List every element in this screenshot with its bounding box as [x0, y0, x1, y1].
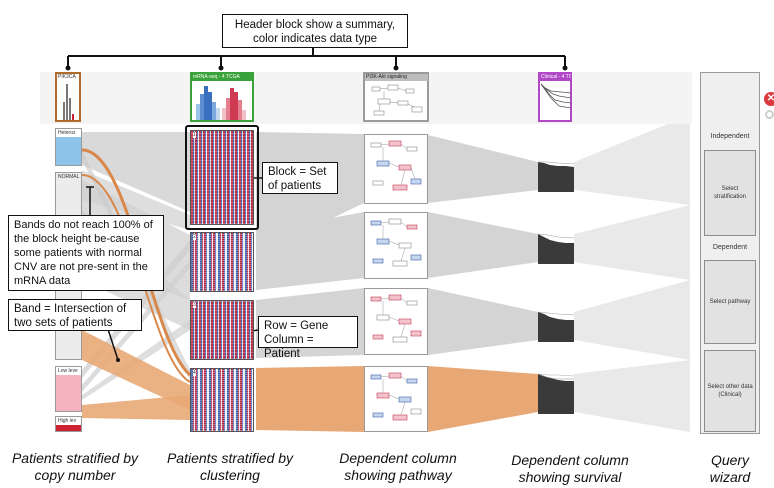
clinical-header-label: Clinical - 4 TC	[540, 74, 571, 81]
mrna-header-label: mRNA-seq - 4 TCGA	[192, 74, 253, 81]
cluster-label: 3	[193, 302, 196, 308]
band	[82, 330, 190, 410]
select-stratification-button[interactable]: Select stratification	[704, 150, 756, 236]
pathway-block-3[interactable]	[364, 288, 428, 355]
cnv-header-block[interactable]: PIK3CA	[55, 72, 81, 122]
cnv-block-label: Heteroz	[58, 130, 76, 136]
pathway-header-block[interactable]: PI3K-Akt signaling	[363, 72, 429, 122]
mrna-histogram	[196, 86, 246, 120]
band	[428, 366, 538, 432]
wizard-independent-heading: Independent	[710, 133, 750, 140]
cluster-label: 1	[193, 132, 196, 138]
pathway-graphic	[370, 372, 422, 421]
survival-block-4[interactable]	[538, 372, 574, 414]
search-icon[interactable]	[765, 110, 774, 119]
cnv-block-label: Low leve	[58, 368, 78, 374]
band	[428, 288, 538, 355]
cnv-block-fill	[56, 425, 81, 431]
pathway-graphic	[370, 294, 422, 343]
cluster-label: 4	[193, 370, 196, 376]
pathway-header-label: PI3K-Akt signaling	[365, 74, 428, 81]
cluster-block-4[interactable]: 4	[190, 368, 254, 432]
pathway-thumbnail	[371, 84, 423, 116]
select-pathway-button[interactable]: Select pathway	[704, 260, 756, 344]
row-callout: Row = Gene Column = Patient	[258, 316, 358, 360]
clinical-header-block[interactable]: Clinical - 4 TC	[538, 72, 572, 122]
cnv-block-label: NORMAL	[58, 174, 80, 180]
survival-block-3[interactable]	[538, 310, 574, 342]
cluster-block-2[interactable]: 2	[190, 232, 254, 292]
band	[82, 132, 190, 212]
band	[574, 280, 690, 360]
caption-clustering: Patients stratified by clustering	[166, 450, 294, 483]
caption-query-wizard: Query wizard	[709, 452, 751, 485]
band-callout: Band = Intersection of two sets of patie…	[8, 299, 142, 331]
cluster-label: 2	[193, 234, 196, 240]
band	[82, 395, 190, 420]
bands-callout: Bands do not reach 100% of the block hei…	[8, 215, 164, 291]
survival-thumbnail	[541, 83, 571, 109]
mrna-header-block[interactable]: mRNA-seq - 4 TCGA	[190, 72, 254, 122]
wizard-dependent-heading: Dependent	[712, 244, 748, 251]
band	[256, 366, 364, 432]
caption-survival: Dependent column showing survival	[511, 452, 629, 485]
pathway-block-2[interactable]	[364, 212, 428, 279]
block-callout: Block = Set of patients	[262, 162, 338, 194]
band	[574, 360, 690, 432]
caption-pathway: Dependent column showing pathway	[339, 450, 457, 483]
cnv-header-label: PIK3CA	[58, 74, 76, 80]
header-callout: Header block show a summary, color indic…	[222, 14, 408, 48]
caption-copy-number: Patients stratified by copy number	[11, 450, 139, 483]
pathway-block-1[interactable]	[364, 134, 428, 204]
cnv-histogram	[63, 84, 74, 120]
pathway-block-4[interactable]	[364, 366, 428, 432]
cluster-block-1-outline	[185, 125, 259, 230]
band	[256, 212, 364, 290]
cluster-block-3[interactable]: 3	[190, 300, 254, 360]
cnv-block-high-level[interactable]: High lev	[55, 416, 82, 432]
survival-block-1[interactable]	[538, 160, 574, 192]
select-other-data-button[interactable]: Select other data (Clinical)	[704, 350, 756, 432]
cnv-block-low-level[interactable]: Low leve	[55, 366, 82, 412]
cnv-block-fill	[56, 375, 81, 411]
pathway-graphic	[370, 140, 422, 191]
band	[574, 205, 690, 280]
cnv-block-label: High lev	[58, 418, 77, 424]
close-icon[interactable]: ✕	[764, 92, 774, 106]
cnv-block-heterozygous[interactable]: Heteroz	[55, 128, 82, 166]
band	[428, 135, 538, 203]
cnv-block-fill	[56, 137, 81, 165]
survival-block-2[interactable]	[538, 232, 574, 264]
band	[574, 115, 690, 205]
band	[428, 212, 538, 278]
pathway-graphic	[370, 218, 422, 267]
cluster-block-1[interactable]: 1	[190, 130, 254, 225]
